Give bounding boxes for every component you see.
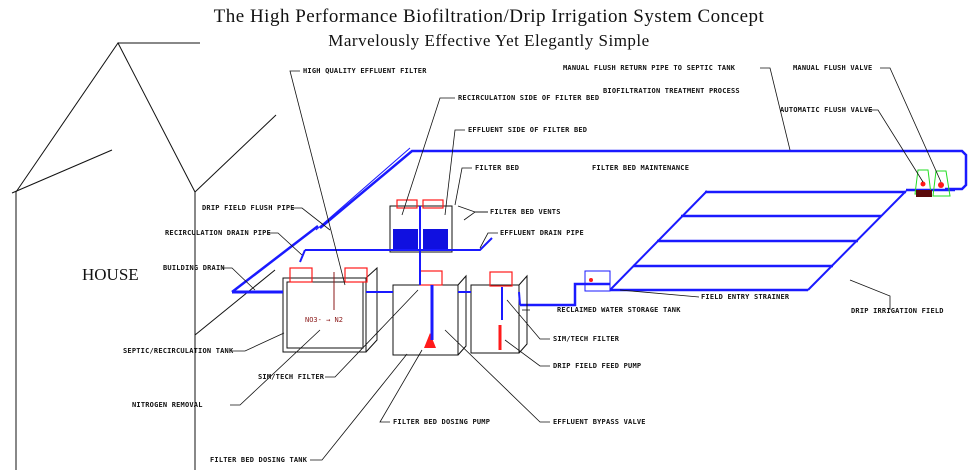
leader-dosing-tank xyxy=(310,353,408,461)
feed-pipe-to-field xyxy=(520,282,610,307)
leader-feed-pump xyxy=(504,339,550,367)
flush-return-pipe-line xyxy=(319,149,968,229)
leader-bypass xyxy=(444,329,550,423)
leader-flush-return xyxy=(760,67,791,151)
house-roof-front xyxy=(15,42,196,193)
label-building-drain: BUILDING DRAIN xyxy=(163,264,225,272)
label-effluent-side: EFFLUENT SIDE OF FILTER BED xyxy=(468,126,587,134)
leader-effluent-side xyxy=(444,129,465,216)
label-manual-flush-valve: MANUAL FLUSH VALVE xyxy=(793,64,872,72)
label-filter-bed-vents: FILTER BED VENTS xyxy=(490,208,561,216)
leader-septic-tank xyxy=(232,332,285,352)
leader-auto-flush xyxy=(868,109,924,183)
filter-bed-lid-left xyxy=(396,199,418,209)
leader-filter-bed xyxy=(454,167,472,206)
roof-left-edge xyxy=(11,149,113,194)
main-pipes xyxy=(232,237,521,306)
septic-tank-body xyxy=(282,277,367,353)
house-label: HOUSE xyxy=(82,265,139,284)
label-simtech-right: SIM/TECH FILTER xyxy=(553,335,620,343)
house-base xyxy=(194,269,276,336)
leader-dosing-pump xyxy=(379,349,423,423)
label-effluent-drain-pipe: EFFLUENT DRAIN PIPE xyxy=(500,229,584,237)
filter-bed-lid-right xyxy=(422,199,444,209)
label-biofiltration-process: BIOFILTRATION TREATMENT PROCESS xyxy=(603,87,740,95)
dosing-tank-side xyxy=(457,274,467,356)
dosing-riser xyxy=(419,270,443,286)
leader-recirc-side xyxy=(401,97,455,216)
label-feed-pump: DRIP FIELD FEED PUMP xyxy=(553,362,641,370)
label-storage-tank: RECLAIMED WATER STORAGE TANK xyxy=(557,306,681,314)
label-dosing-pump: FILTER BED DOSING PUMP xyxy=(393,418,490,426)
drip-irrigation-field xyxy=(609,188,955,292)
septic-tank-inner xyxy=(286,281,364,349)
storage-tank-body xyxy=(470,284,520,354)
diagram-title: The High Performance Biofiltration/Drip … xyxy=(213,6,765,27)
label-filter-bed-maintenance: FILTER BED MAINTENANCE xyxy=(592,164,689,172)
diagram-subtitle: Marvelously Effective Yet Elegantly Simp… xyxy=(328,31,650,50)
septic-riser-left xyxy=(289,267,313,283)
storage-tank xyxy=(470,271,528,354)
label-simtech-left: SIM/TECH FILTER xyxy=(258,373,325,381)
label-filter-bed: FILTER BED xyxy=(475,164,519,172)
leader-nitrogen xyxy=(230,329,321,406)
leader-hq-filter xyxy=(289,70,346,286)
label-field-entry-strainer: FIELD ENTRY STRAINER xyxy=(701,293,790,301)
recirc-drain-link xyxy=(299,249,306,263)
label-flush-return: MANUAL FLUSH RETURN PIPE TO SEPTIC TANK xyxy=(563,64,736,72)
leader-building-drain xyxy=(222,267,256,291)
drip-field-flush-pipe-line xyxy=(231,225,319,293)
label-auto-flush-valve: AUTOMATIC FLUSH VALVE xyxy=(780,106,873,114)
flush-return-pipe-edge xyxy=(315,147,411,231)
septic-tank-side xyxy=(365,266,378,353)
house: HOUSE xyxy=(15,42,277,470)
septic-tank: NO3- → N2 xyxy=(282,266,378,353)
filter-bed-distribution-pipe xyxy=(305,237,493,251)
label-drip-flush-pipe: DRIP FIELD FLUSH PIPE xyxy=(202,204,295,212)
leader-recirc-drain xyxy=(268,232,303,256)
house-outline xyxy=(11,149,113,194)
leader-simtech-right xyxy=(506,299,550,340)
label-bypass-valve: EFFLUENT BYPASS VALVE xyxy=(553,418,646,426)
septic-riser-right xyxy=(344,267,368,283)
label-hq-filter: HIGH QUALITY EFFLUENT FILTER xyxy=(303,67,427,75)
manual-flush-valve-icon xyxy=(938,182,944,188)
strainer-valve-icon xyxy=(589,278,593,282)
leader-drip-flush xyxy=(292,207,331,231)
dosing-tank xyxy=(392,270,467,356)
label-recirc-drain-pipe: RECIRCULATION DRAIN PIPE xyxy=(165,229,271,237)
leader-simtech-left xyxy=(325,289,419,378)
label-drip-irrigation-field: DRIP IRRIGATION FIELD xyxy=(851,307,944,315)
manual-flush-valve-housing xyxy=(932,170,951,197)
house-eave xyxy=(194,114,277,193)
storage-tank-side xyxy=(518,274,528,354)
callout-labels: HIGH QUALITY EFFLUENT FILTER RECIRCULATI… xyxy=(123,64,944,464)
flush-valves xyxy=(914,169,951,197)
storage-riser xyxy=(489,271,513,287)
label-septic-tank: SEPTIC/RECIRCULATION TANK xyxy=(123,347,234,355)
leader-strainer xyxy=(619,289,700,298)
nitrate-formula: NO3- → N2 xyxy=(305,316,343,324)
label-nitrogen-removal: NITROGEN REMOVAL xyxy=(132,401,203,409)
flush-return-pipe xyxy=(231,147,968,293)
label-dosing-tank: FILTER BED DOSING TANK xyxy=(210,456,308,464)
flush-block xyxy=(916,190,932,197)
leader-lines xyxy=(222,67,942,461)
filter-bed-water-left xyxy=(393,229,418,251)
leader-vents-b xyxy=(463,211,488,221)
leader-manual-flush xyxy=(880,67,942,183)
storage-outlet-pipe xyxy=(518,291,521,306)
filter-bed xyxy=(389,199,453,285)
leader-vents-a xyxy=(457,205,488,213)
strainer-box xyxy=(584,270,611,292)
leader-drip-field xyxy=(849,279,891,310)
automatic-flush-valve-icon xyxy=(920,181,926,187)
leader-effluent-drain xyxy=(479,232,498,249)
field-entry-strainer xyxy=(520,270,611,307)
filter-bed-water-right xyxy=(423,229,448,251)
dosing-pump-icon xyxy=(424,333,436,348)
label-recirc-side: RECIRCULATION SIDE OF FILTER BED xyxy=(458,94,599,102)
